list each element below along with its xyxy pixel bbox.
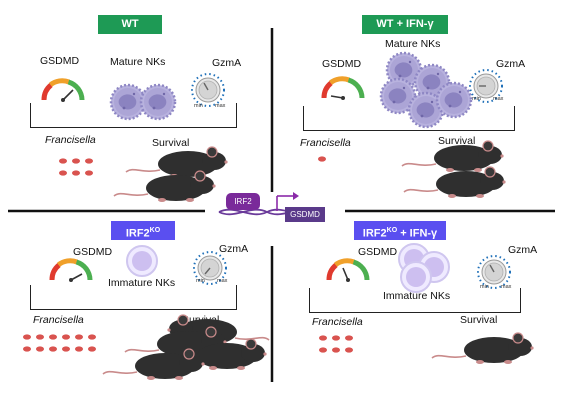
irf2ko-dial-min: min — [196, 278, 205, 284]
irf2ko-ifn-immature-nk-cells-icon — [398, 243, 450, 293]
wt-ifn-dial-min: min — [472, 96, 481, 102]
wt-gsdmd-label: GSDMD — [40, 55, 80, 67]
irf2ko-ifn-nk-label: Immature NKs — [383, 290, 451, 302]
wt-ifn-gsdmd-label: GSDMD — [322, 58, 362, 70]
wt-ifn-francisella-label: Francisella — [300, 137, 351, 149]
wt-ifn-gzma-label: GzmA — [496, 58, 526, 70]
gsdmd-gene-box: GSDMD — [285, 207, 325, 222]
wt-nk-label: Mature NKs — [110, 56, 166, 68]
irf2ko-ifn-francisella-label: Francisella — [312, 316, 363, 328]
wt-ifn-dial-max: max — [493, 96, 504, 102]
wt-gzma-label: GzmA — [212, 57, 242, 69]
irf2ko-nk-label: Immature NKs — [108, 277, 176, 289]
wt-ifn-gsdmd-gauge-icon — [320, 76, 370, 106]
irf2ko-title-sup: KO — [149, 227, 161, 234]
irf2ko-bracket — [30, 285, 237, 310]
irf2ko-ifn-gsdmd-label: GSDMD — [358, 246, 398, 258]
irf2ko-ifn-title-suffix: + IFN-γ — [397, 227, 438, 240]
irf2ko-francisella-label: Francisella — [33, 314, 84, 326]
wt-dial-max: max — [215, 103, 226, 109]
wt-ifn-bracket — [303, 106, 515, 131]
wt-ifn-survival-label: Survival — [438, 135, 476, 147]
irf2-box: IRF2 — [226, 193, 260, 210]
irf2ko-ifn-title-sup: KO — [386, 227, 398, 234]
irf2ko-bacteria-cluster — [23, 334, 96, 352]
irf2ko-ifn-gsdmd-gauge-icon — [325, 258, 375, 288]
wt-dial-min: min — [194, 103, 203, 109]
irf2ko-dying-mice-icon — [102, 314, 270, 381]
wt-ifn-title-badge: WT + IFN-γ — [362, 15, 448, 34]
wt-title-badge: WT — [98, 15, 162, 34]
irf2ko-ifn-dial-min: min — [480, 284, 489, 290]
irf2ko-dial-max: max — [217, 278, 228, 284]
irf2ko-title-main: IRF2 — [125, 227, 150, 240]
irf2ko-ifn-title-main: IRF2 — [362, 227, 387, 240]
irf2ko-ifn-gzma-dial-icon — [477, 255, 511, 289]
wt-gsdmd-gauge-icon — [40, 78, 90, 108]
wt-ifn-bacteria-cluster — [318, 156, 326, 162]
irf2ko-gzma-dial-icon — [193, 251, 227, 285]
irf2ko-ifn-dial-max: max — [501, 284, 512, 290]
irf2ko-ifn-bracket — [309, 288, 521, 313]
wt-francisella-label: Francisella — [45, 134, 96, 146]
irf2ko-gzma-label: GzmA — [219, 243, 249, 255]
wt-ifn-gzma-dial-icon — [469, 69, 503, 103]
wt-bracket — [30, 103, 237, 128]
wt-ifn-surviving-mice-icon — [401, 140, 507, 199]
irf2ko-ifn-survival-label: Survival — [460, 314, 498, 326]
irf2ko-ifn-bacteria-cluster — [319, 335, 353, 353]
irf2ko-title-badge: IRF2KO — [111, 221, 175, 240]
wt-bacteria-cluster — [59, 158, 93, 176]
irf2ko-ifn-gzma-label: GzmA — [508, 244, 538, 256]
irf2ko-gsdmd-label: GSDMD — [73, 246, 113, 258]
wt-gzma-dial-icon — [191, 73, 225, 107]
irf2ko-gsdmd-gauge-icon — [48, 258, 98, 288]
irf2ko-ifn-title-badge: IRF2KO + IFN-γ — [354, 221, 446, 240]
wt-survival-label: Survival — [152, 137, 190, 149]
wt-ifn-nk-label: Mature NKs — [385, 38, 441, 50]
irf2ko-ifn-surviving-mouse-icon — [431, 332, 535, 365]
